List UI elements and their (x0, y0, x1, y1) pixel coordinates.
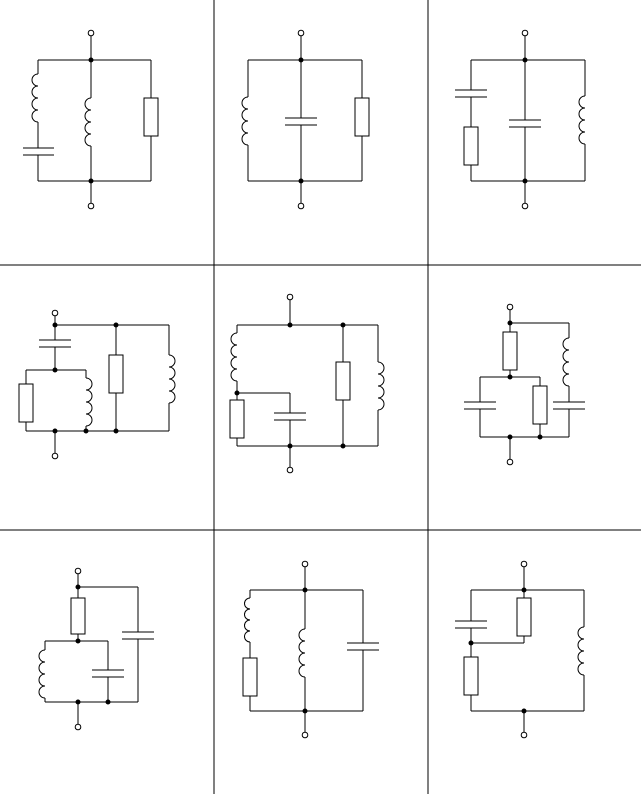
resistor (533, 386, 547, 424)
inductor (169, 355, 175, 403)
inductor (86, 378, 92, 426)
junction-dot (84, 429, 88, 433)
circuit-4 (19, 310, 175, 459)
inductor (579, 96, 585, 144)
resistor (144, 98, 158, 136)
terminal (287, 294, 293, 300)
circuit-5 (230, 294, 384, 473)
circuit-7 (39, 568, 154, 730)
circuit-6 (464, 304, 585, 465)
resistor (336, 362, 350, 400)
terminal (52, 453, 58, 459)
resistor (19, 384, 33, 422)
terminal (507, 459, 513, 465)
terminal (507, 304, 513, 310)
junction-dot (341, 444, 345, 448)
terminal (521, 561, 527, 567)
terminal (88, 203, 94, 209)
circuit-2 (242, 30, 369, 209)
inductor (578, 627, 584, 675)
resistor (517, 598, 531, 636)
resistor (71, 598, 85, 634)
terminal (298, 203, 304, 209)
terminal (302, 561, 308, 567)
inductor (85, 98, 91, 146)
junction-dot (106, 700, 110, 704)
inductor (299, 629, 305, 677)
terminal (52, 310, 58, 316)
terminal (302, 732, 308, 738)
terminal (522, 203, 528, 209)
inductor (32, 74, 38, 122)
resistor (464, 657, 478, 695)
terminal (75, 568, 81, 574)
terminal (75, 724, 81, 730)
resistor (230, 400, 244, 438)
resistor (243, 658, 257, 696)
terminal (521, 732, 527, 738)
circuit-3 (455, 30, 585, 209)
inductor (378, 362, 384, 410)
terminal (287, 467, 293, 473)
circuit-9 (455, 561, 584, 738)
inductor (245, 598, 250, 642)
circuit-8 (243, 561, 379, 738)
inductor (231, 333, 237, 381)
resistor (503, 332, 517, 370)
terminal (298, 30, 304, 36)
terminal (522, 30, 528, 36)
inductor (563, 338, 569, 386)
resistor (355, 98, 369, 136)
junction-dot (114, 429, 118, 433)
circuit-1 (23, 30, 158, 209)
resistor (109, 355, 123, 393)
junction-dot (538, 435, 542, 439)
junction-dot (288, 323, 292, 327)
inductor (39, 650, 45, 698)
inductor (242, 97, 248, 145)
resistor (464, 127, 478, 165)
terminal (88, 30, 94, 36)
